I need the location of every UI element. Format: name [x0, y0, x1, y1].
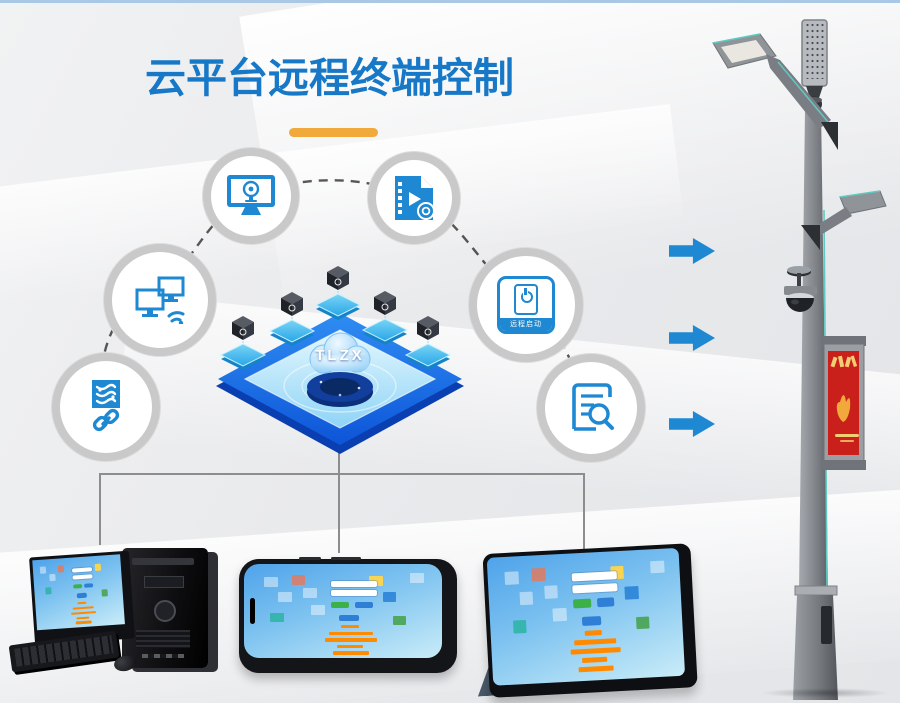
flow-link-icon	[92, 380, 120, 432]
smart-light-pole	[712, 19, 887, 700]
tower-display	[144, 576, 184, 588]
phone-screen	[244, 564, 442, 658]
cloud-platform-illustration	[216, 266, 464, 454]
feature-media-playback	[368, 152, 460, 244]
power-button-icon	[154, 600, 176, 622]
connector-line	[583, 473, 585, 552]
dome-camera	[784, 266, 817, 312]
remote-start-label: 远程启动	[500, 318, 552, 331]
connector-line	[338, 448, 340, 474]
power-symbol-line	[524, 288, 527, 295]
phone-camera-icon	[250, 598, 255, 624]
tablet	[474, 543, 698, 698]
page-title: 云平台远程终端控制	[145, 55, 514, 101]
feature-remote-start: 远程启动	[469, 248, 583, 362]
feature-log-query	[537, 354, 645, 462]
desktop-computer	[8, 540, 245, 700]
module-tiles	[219, 266, 452, 370]
network-monitors-icon	[135, 276, 185, 324]
pole-base	[793, 585, 838, 700]
tower-ports	[142, 654, 184, 658]
power-device-icon: 远程启动	[497, 276, 555, 334]
module-cube-icons	[232, 266, 439, 340]
tablet-outline	[514, 284, 538, 315]
phone-button	[331, 557, 361, 560]
led-banner-screen	[822, 336, 866, 470]
optical-drive	[132, 558, 194, 565]
connector-line	[99, 473, 101, 545]
pole-shadow	[760, 688, 890, 698]
tower-vent	[136, 630, 190, 648]
phone-button	[299, 557, 321, 560]
platform-label: TLZX	[315, 347, 365, 364]
cloud-icon	[309, 332, 371, 374]
feature-terminal-network	[104, 244, 216, 356]
video-file-icon	[395, 176, 435, 220]
monitor	[29, 550, 135, 646]
banner-calligraphy	[830, 355, 859, 442]
monitor-webcam-icon	[227, 175, 275, 215]
tablet-body	[482, 543, 698, 698]
connector-line	[99, 473, 585, 475]
secondary-arm-lamp	[801, 190, 887, 250]
monitor-screen	[32, 554, 125, 631]
title-underline	[289, 128, 378, 137]
top-accent-strip	[0, 0, 900, 3]
pc-tower	[122, 548, 208, 668]
feature-data-link	[52, 353, 160, 461]
feature-screen-monitoring	[203, 148, 299, 244]
keyboard	[8, 630, 120, 673]
document-search-icon	[572, 383, 614, 431]
smartphone	[239, 557, 457, 673]
connector-line	[338, 473, 340, 553]
main-arm-lamp	[712, 33, 838, 150]
tablet-screen	[486, 547, 686, 686]
